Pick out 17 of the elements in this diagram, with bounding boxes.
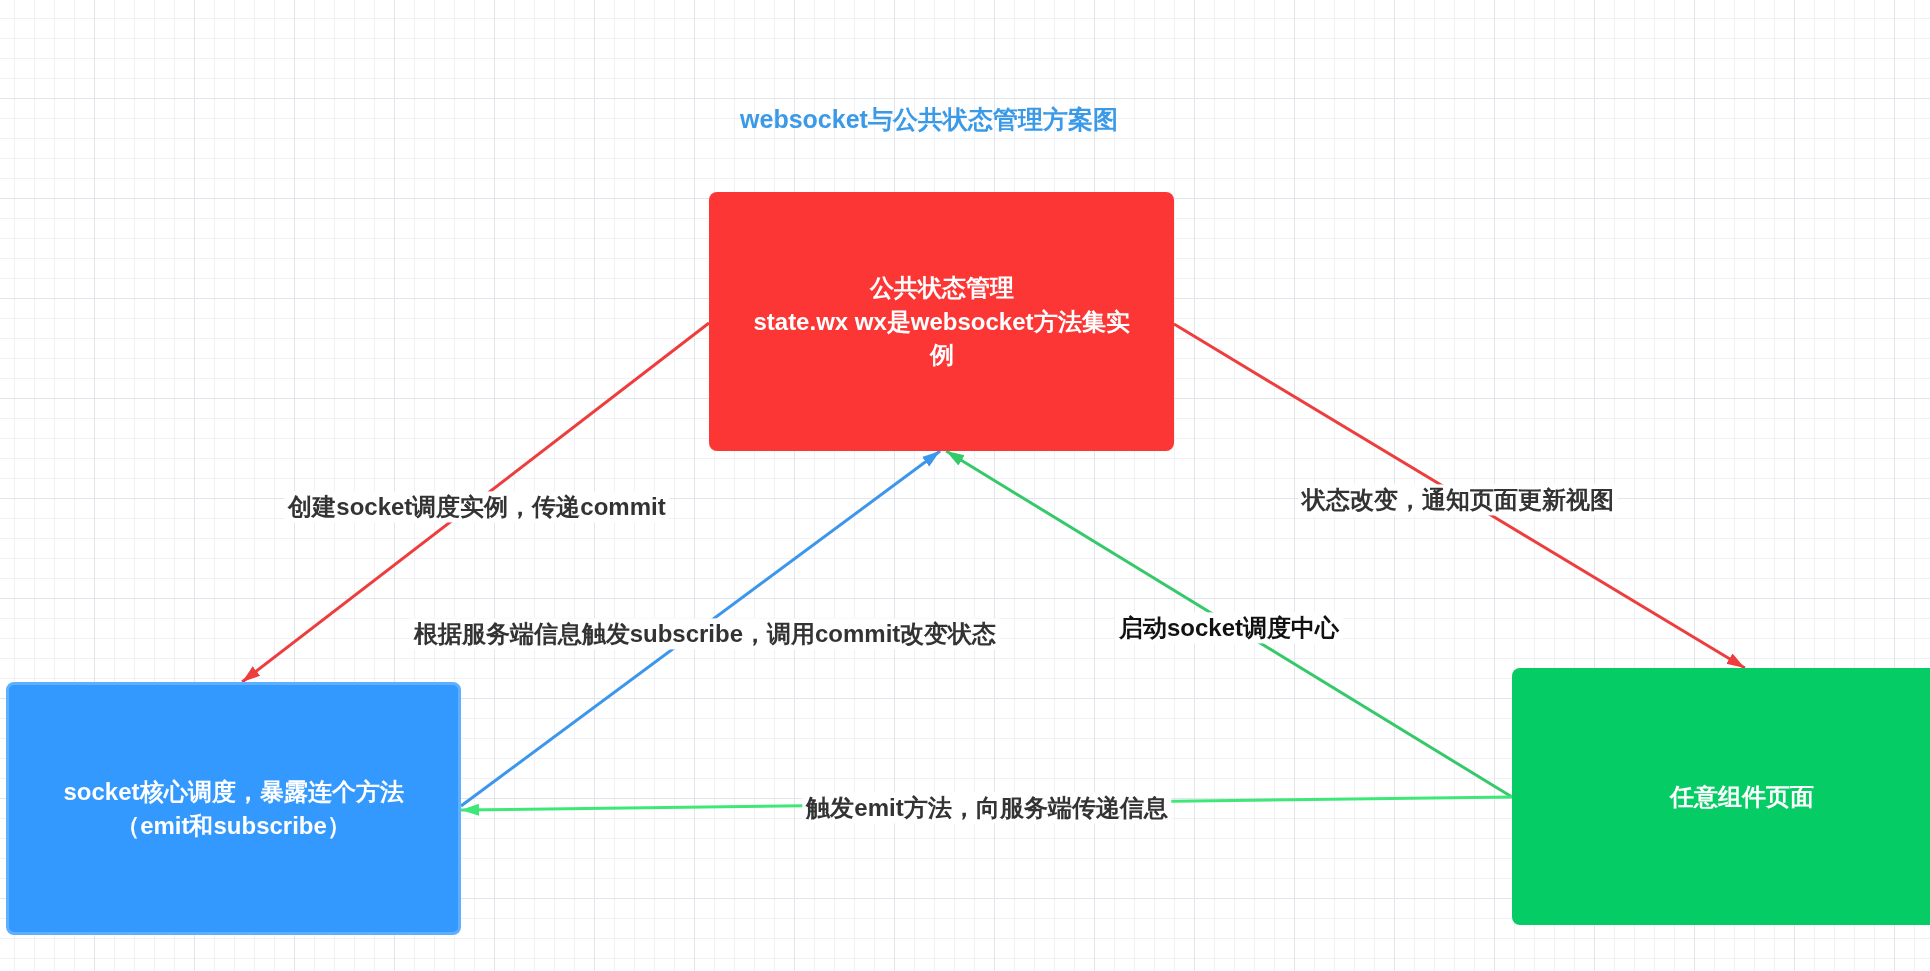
- box-heading: 公共状态管理: [869, 273, 1014, 304]
- process-box: [709, 192, 1174, 451]
- arrow: [460, 449, 941, 808]
- edge-label: 状态改变，通知页面更新视图: [1298, 484, 1618, 516]
- arrow: [1173, 322, 1746, 670]
- process-box: [1512, 668, 1930, 925]
- edge-label: 根据服务端信息触发subscribe，调用commit改变状态: [409, 618, 1001, 650]
- box-text: socket核心调度，暴露连个方法（emit和subscribe）: [62, 776, 405, 841]
- edge-label: 启动socket调度中心: [1115, 612, 1343, 644]
- box-text: state.wx wx是websocket方法集实例: [752, 306, 1131, 371]
- arrow: [945, 449, 1513, 799]
- process-box: [6, 682, 461, 935]
- diagram-title: websocket与公共状态管理方案图: [740, 103, 1118, 135]
- box-text: 任意组件页面: [1670, 781, 1814, 812]
- arrow: [241, 321, 710, 684]
- edge-label: 创建socket调度实例，传递commit: [284, 491, 670, 523]
- edge-label: 触发emit方法，向服务端传递信息: [802, 792, 1172, 824]
